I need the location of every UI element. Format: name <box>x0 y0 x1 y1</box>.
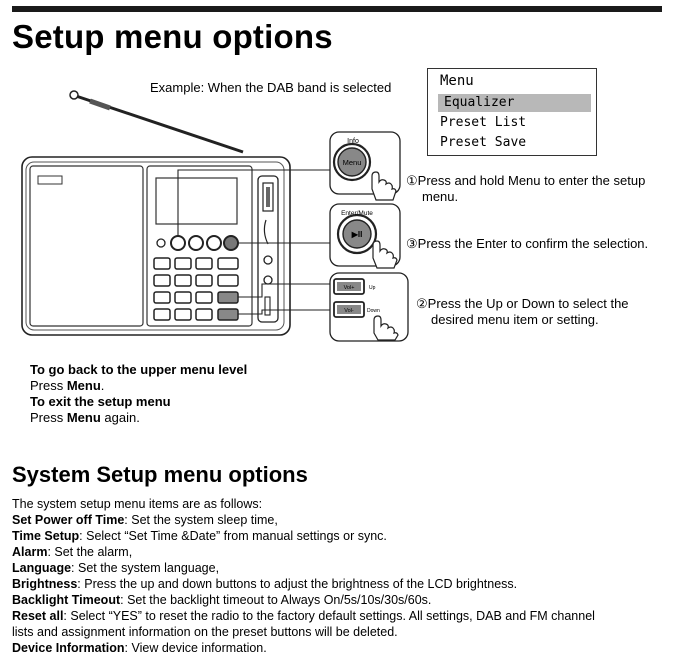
list-item: Time Setup: Select “Set Time &Date” from… <box>12 529 387 543</box>
exit-instruction: Press Menu again. <box>30 410 140 425</box>
list-item: Backlight Timeout: Set the backlight tim… <box>12 593 432 607</box>
back-heading: To go back to the upper menu level <box>30 362 248 377</box>
list-item: Language: Set the system language, <box>12 561 220 575</box>
list-item: Device Information: View device informat… <box>12 641 267 655</box>
top-rule <box>12 6 662 12</box>
menu-display-heading: Menu <box>440 73 474 89</box>
info-label: Info <box>347 138 359 145</box>
list-item: Set Power off Time: Set the system sleep… <box>12 513 278 527</box>
menu-display: Menu Equalizer Preset List Preset Save <box>427 68 597 156</box>
menu-item-preset-save: Preset Save <box>440 135 527 150</box>
down-label: Down <box>367 308 380 314</box>
leader-down <box>238 309 330 315</box>
list-intro: The system setup menu items are as follo… <box>12 497 263 511</box>
step-2-line-2: desired menu item or setting. <box>431 312 599 327</box>
leader-menu <box>177 169 330 236</box>
step-1-line-2: menu. <box>422 189 459 204</box>
list-item: Alarm: Set the alarm, <box>12 545 133 559</box>
step-2-line-1: ②Press the Up or Down to select the <box>416 296 629 311</box>
enter-round-button <box>223 235 239 251</box>
logo-plate <box>37 175 63 185</box>
step-1-line-1: ①Press and hold Menu to enter the setup <box>406 173 646 188</box>
play-pause-icon: ▶II <box>351 230 363 239</box>
menu-item-preset-list: Preset List <box>440 115 527 130</box>
hand-press-icon <box>371 171 397 201</box>
antenna-icon <box>69 90 244 154</box>
up-label: Up <box>369 285 376 291</box>
hand-press-icon <box>372 240 398 269</box>
page-title: Setup menu options <box>12 18 333 55</box>
menu-button-label: Menu <box>343 158 362 167</box>
speaker-grille <box>29 165 144 327</box>
list-item-continued: lists and assignment information on the … <box>12 625 398 639</box>
list-item: Reset all: Select “YES” to reset the rad… <box>12 609 595 623</box>
leader-up <box>238 283 330 298</box>
power-button <box>156 238 166 248</box>
list-item: Brightness: Press the up and down button… <box>12 577 518 591</box>
hand-press-icon <box>373 315 399 341</box>
back-instruction: Press Menu. <box>30 378 105 393</box>
menu-item-equalizer: Equalizer <box>438 94 591 112</box>
section-heading: System Setup menu options <box>12 462 308 487</box>
example-caption: Example: When the DAB band is selected <box>150 80 392 95</box>
vol-up-key-label: Vol+ <box>344 285 355 291</box>
side-strip <box>257 175 279 323</box>
menu-round-button <box>170 235 186 251</box>
exit-heading: To exit the setup menu <box>30 394 171 409</box>
enter-mute-label: Enter/Mute <box>341 210 373 217</box>
step-3: ③Press the Enter to confirm the selectio… <box>406 236 649 251</box>
vol-down-key-label: Vol- <box>344 308 354 314</box>
lcd-screen <box>155 177 238 225</box>
system-setup-list: The system setup menu items are as follo… <box>12 496 672 656</box>
